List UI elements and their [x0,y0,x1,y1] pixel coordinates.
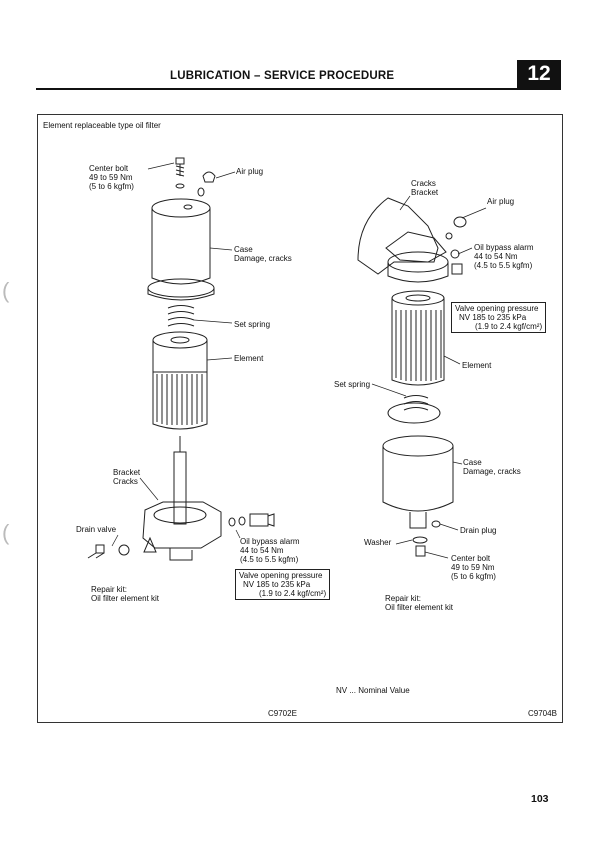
left-element-label: Element [234,354,264,363]
left-case-drawing [147,198,215,301]
header-rule [36,88,561,90]
left-drain-valve-label: Drain valve [76,525,117,534]
right-set-spring-label: Set spring [334,380,371,389]
left-repair-kit-label: Repair kit:Oil filter element kit [91,585,160,603]
nominal-value-note: NV ... Nominal Value [336,686,410,695]
right-repair-kit-label: Repair kit:Oil filter element kit [385,594,454,612]
left-air-plug-drawing [197,171,216,197]
left-oil-bypass-drawing [228,513,275,527]
left-center-bolt-drawing [175,157,185,189]
right-drain-plug-label: Drain plug [460,526,497,535]
right-air-plug-label: Air plug [487,197,515,206]
right-air-plug-drawing [445,216,467,275]
right-case-drawing [382,435,454,557]
left-spring-drawing [167,305,195,327]
chapter-number-badge: 12 [517,60,561,88]
left-bracket-drawing [142,436,222,561]
right-element-drawing [391,290,445,386]
page-number: 103 [531,793,549,805]
left-air-plug-label: Air plug [236,167,264,176]
right-element-label: Element [462,361,492,370]
figure-caption: Element replaceable type oil filter [43,121,161,130]
right-bracket-drawing [357,197,449,283]
binding-mark-bottom: ( [2,520,10,545]
right-spring-drawing [387,395,441,424]
leader-lines [111,162,487,559]
left-figure-code: C9702E [268,709,297,718]
page-title: LUBRICATION – SERVICE PROCEDURE [170,70,395,82]
left-set-spring-label: Set spring [234,320,271,329]
right-washer-label: Washer [364,538,392,547]
right-figure-code: C9704B [528,709,557,718]
left-drain-valve-drawing [87,544,130,559]
right-valve-pressure-box: Valve opening pressure NV 185 to 235 kPa… [451,302,547,333]
left-element-drawing [152,331,208,430]
binding-mark-top: ( [2,278,10,303]
left-valve-pressure-box: Valve opening pressure NV 185 to 235 kPa… [235,569,331,600]
page-header: LUBRICATION – SERVICE PROCEDURE 12 [0,0,597,90]
figure-frame [37,114,563,723]
